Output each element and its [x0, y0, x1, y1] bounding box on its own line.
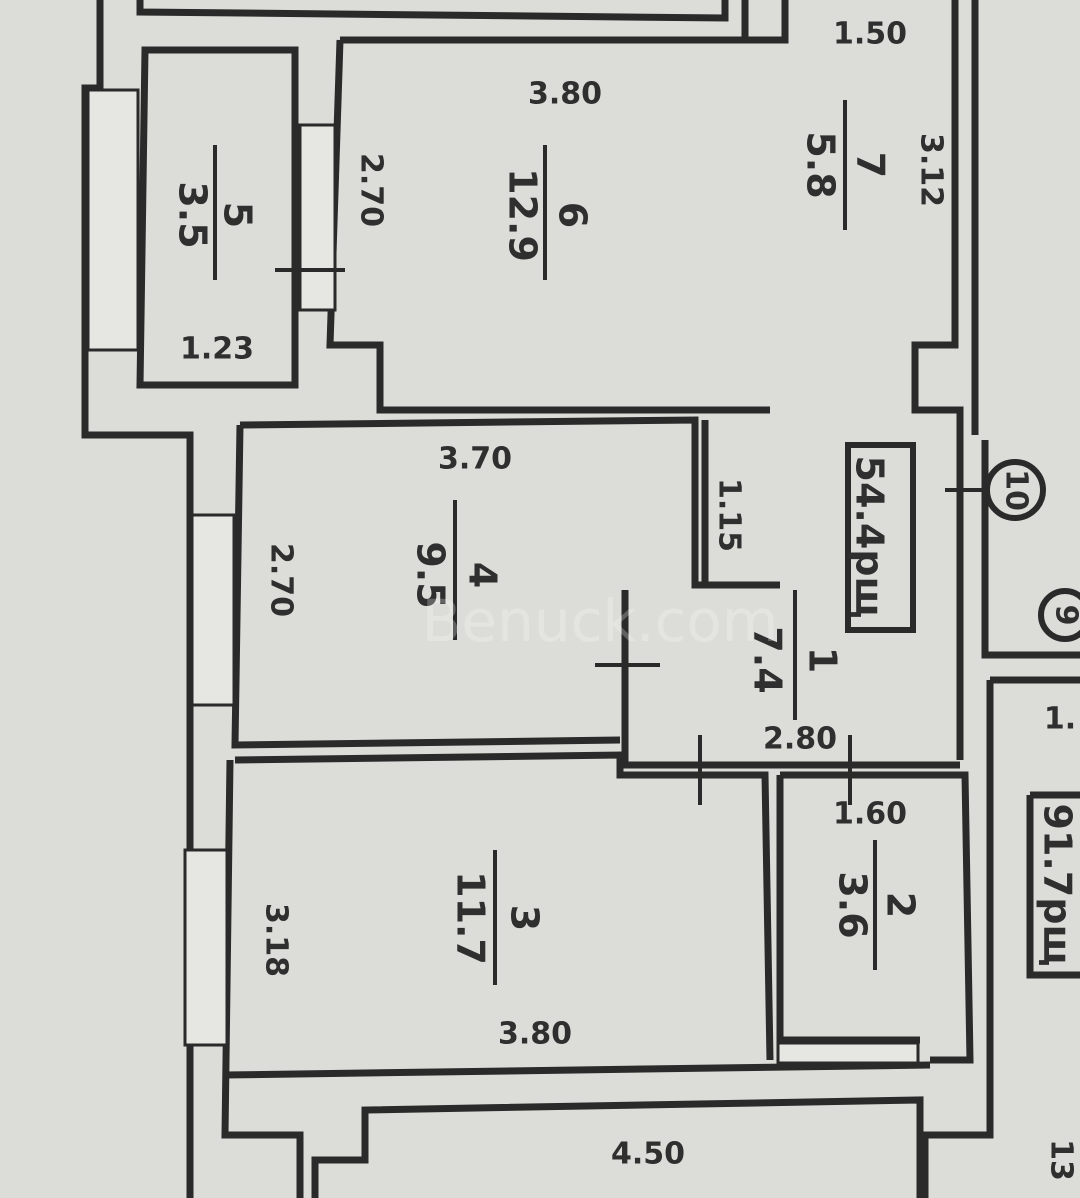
room-2: 1.60 2 3.6 [831, 797, 923, 939]
room-4-number: 4 [461, 562, 505, 588]
room-4-area: 9.5 [409, 541, 453, 608]
room-7-number: 7 [849, 152, 893, 178]
door-room-6 [298, 123, 337, 312]
room-2-dim: 1.60 [833, 797, 907, 832]
room-7-dim-width: 1.50 [833, 17, 907, 52]
building-number-circle-10 [984, 459, 1046, 521]
edge-label-1: 1. [1044, 702, 1076, 737]
building-number-circle-9 [1038, 588, 1080, 642]
total-area-badge-box [845, 442, 916, 633]
window-room-3 [183, 848, 229, 1047]
room-2-area: 3.6 [831, 871, 875, 938]
room-5-area: 3.5 [171, 181, 215, 248]
neighbor-area-badge: 91.7рщ [1036, 804, 1080, 967]
room-1: 1 7.4 2.80 [746, 626, 845, 756]
bottom-room-dim: 4.50 [611, 1137, 685, 1172]
room-4-dim-width: 3.70 [438, 442, 512, 477]
window-room-4 [190, 513, 236, 707]
room-4-dim-height: 2.70 [264, 543, 299, 617]
room-1-dim-hall: 1.15 [712, 478, 747, 552]
room-1-number: 1 [801, 647, 845, 673]
walls [81, 0, 1080, 1198]
building-number-9: 9 [1049, 605, 1080, 626]
watermark: Benuck.com [422, 587, 779, 655]
room-6-dim-width: 3.80 [528, 77, 602, 112]
total-area-badge: 54.4рщ [848, 456, 892, 619]
room-6-dim-height: 2.70 [354, 153, 389, 227]
room-5-dim: 1.23 [180, 332, 254, 367]
windows [86, 88, 920, 1065]
room-6-number: 6 [551, 202, 595, 228]
room-5: 5 3.5 1.23 [171, 181, 260, 366]
room-1-area: 7.4 [746, 626, 790, 693]
room-1-dim-width: 2.80 [763, 722, 837, 757]
room-7-area: 5.8 [799, 131, 843, 198]
room-7-dim-height: 3.12 [914, 133, 949, 207]
room-6-area: 12.9 [501, 168, 545, 262]
room-2-number: 2 [879, 892, 923, 918]
building-number-10: 10 [999, 469, 1034, 511]
room-7: 1.50 3.12 7 5.8 [799, 17, 949, 208]
room-3-area: 11.7 [449, 871, 493, 965]
area-divider-lines [213, 100, 990, 985]
room-3-dim-height: 3.18 [259, 903, 294, 977]
edge-label-13: 13 [1044, 1139, 1079, 1181]
room-6: 3.80 2.70 6 12.9 [354, 77, 603, 262]
room-5-number: 5 [216, 202, 260, 228]
room-4: 3.70 2.70 4 9.5 1.15 [264, 442, 747, 618]
room-3-number: 3 [503, 905, 547, 931]
room-3-dim-width: 3.80 [498, 1017, 572, 1052]
room-3: 3.18 3 11.7 3.80 [259, 871, 573, 1051]
vent-room-2 [776, 1041, 920, 1065]
window-room-5 [86, 88, 140, 352]
